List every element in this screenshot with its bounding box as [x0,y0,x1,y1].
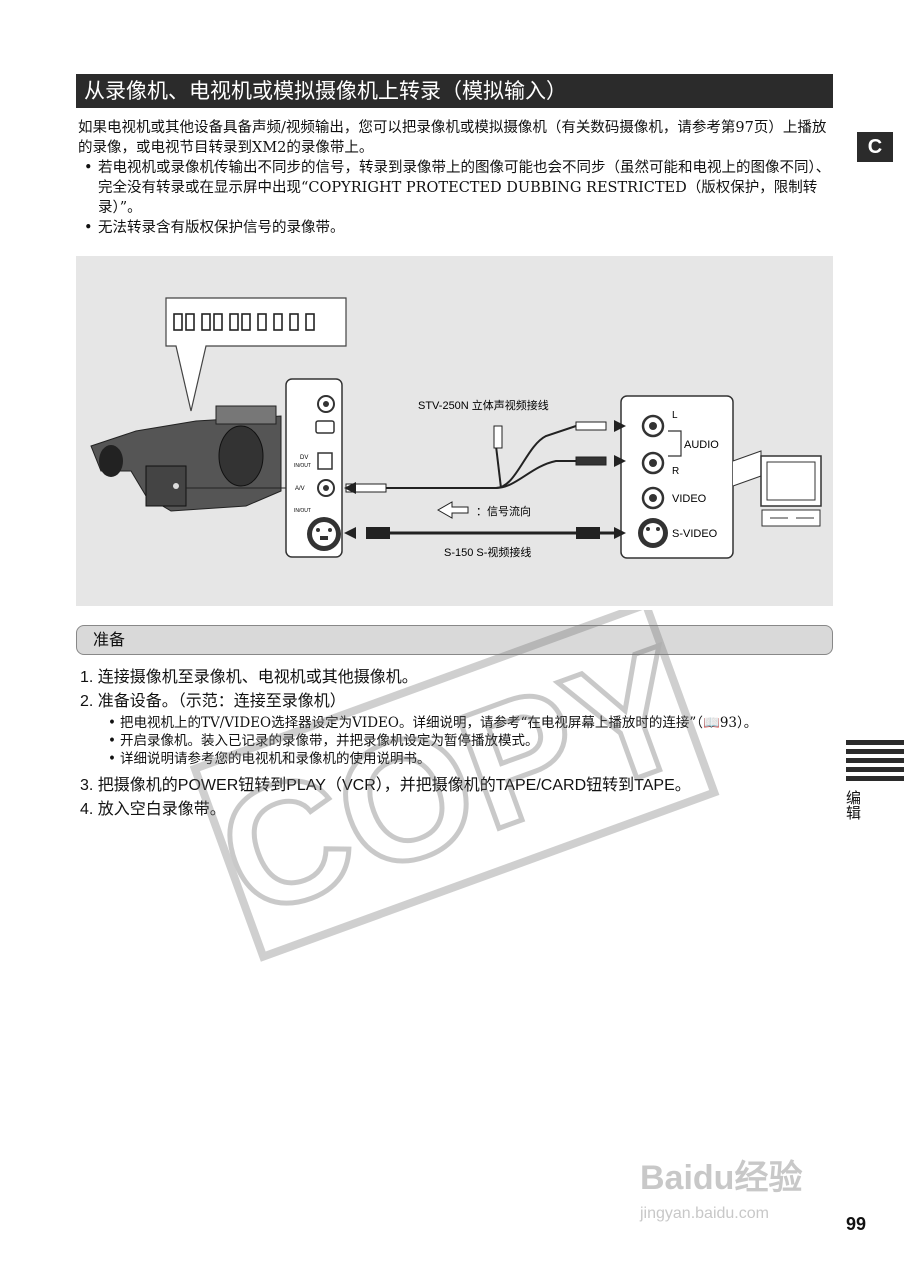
signal-flow-icon [436,501,469,519]
signal-flow-label: ：信号流向 [476,504,531,518]
prep-steps: 1. 连接摄像机至录像机、电视机或其他摄像机。 2. 准备设备。（示范：连接至录… [80,666,840,822]
cam-dv-label: DV [300,455,308,461]
connection-diagram: DV IN/OUT A/V IN/OUT L R AUDIO VIDEO S-V… [76,256,833,606]
audio-l-plug [575,421,607,431]
cam-av-label: A/V [295,486,305,492]
cable-s150-label: S-150 S-视频接线 [444,545,531,559]
port-video-label: VIDEO [672,493,707,505]
baidu-logo-text: Baidu经验 [640,1159,803,1197]
audio-r-plug [575,456,607,466]
vcr-terminal-panel [620,395,734,559]
step-2-sub-3: 详细说明请参考您的电视机和录像机的使用说明书。 [80,750,840,768]
step-2-sub-1: 把电视机上的TV/VIDEO选择器设定为VIDEO。详细说明，请参考“在电视屏幕… [80,714,840,732]
intro-bullet-1: 若电视机或录像机传输出不同步的信号，转录到录像带上的图像可能也会不同步（虽然可能… [78,158,833,218]
chapter-tab: C [857,132,893,162]
signal-arrows [344,420,626,539]
camera-terminal-panel [285,378,343,558]
step-2: 2. 准备设备。（示范：连接至录像机） [80,693,346,710]
side-section-label: 编辑 [844,790,862,820]
av-cable [376,425,577,489]
book-icon: 📖 [703,715,720,731]
baidu-url: jingyan.baidu.com [640,1205,769,1222]
television [732,450,822,527]
cable-stv-label: STV-250N 立体声视频接线 [418,398,549,412]
svideo-cable [366,527,621,539]
section-stripes [846,740,904,785]
cam-av-io: IN/OUT [294,508,311,514]
step-3: 3. 把摄像机的POWER钮转到PLAY（VCR），并把摄像机的TAPE/CAR… [80,777,691,794]
intro-bullet-2: 无法转录含有版权保护信号的录像带。 [78,218,833,238]
video-plug [493,425,503,449]
diagram-svg: DV IN/OUT A/V IN/OUT L R AUDIO VIDEO S-V… [90,297,822,559]
port-r-label: R [672,466,679,477]
copy-watermark-text: COPY [196,611,714,954]
port-svideo-label: S-VIDEO [672,528,718,540]
cam-dv-io: IN/OUT [294,463,311,469]
prep-header: 准备 [76,625,833,655]
lcd-callout [165,297,347,412]
step-2-sub-2: 开启录像机。装入已记录的录像带，并把录像机设定为暂停播放模式。 [80,732,840,750]
baidu-watermark: Baidu经验 jingyan.baidu.com [640,1150,802,1223]
port-l-label: L [672,410,678,421]
copy-watermark: COPY [189,610,720,962]
lcd-digits [173,313,315,331]
page-number: 99 [846,1214,867,1234]
intro-paragraph: 如果电视机或其他设备具备声频/视频输出，您可以把录像机或模拟摄像机（有关数码摄像… [78,120,827,156]
port-audio-label: AUDIO [684,439,719,451]
step-4: 4. 放入空白录像带。 [80,801,226,818]
intro-bullets: 若电视机或录像机传输出不同步的信号，转录到录像带上的图像可能也会不同步（虽然可能… [78,158,833,238]
camcorder [90,405,282,512]
step-1: 1. 连接摄像机至录像机、电视机或其他摄像机。 [80,669,418,686]
page-title: 从录像机、电视机或模拟摄像机上转录（模拟输入） [76,74,833,108]
